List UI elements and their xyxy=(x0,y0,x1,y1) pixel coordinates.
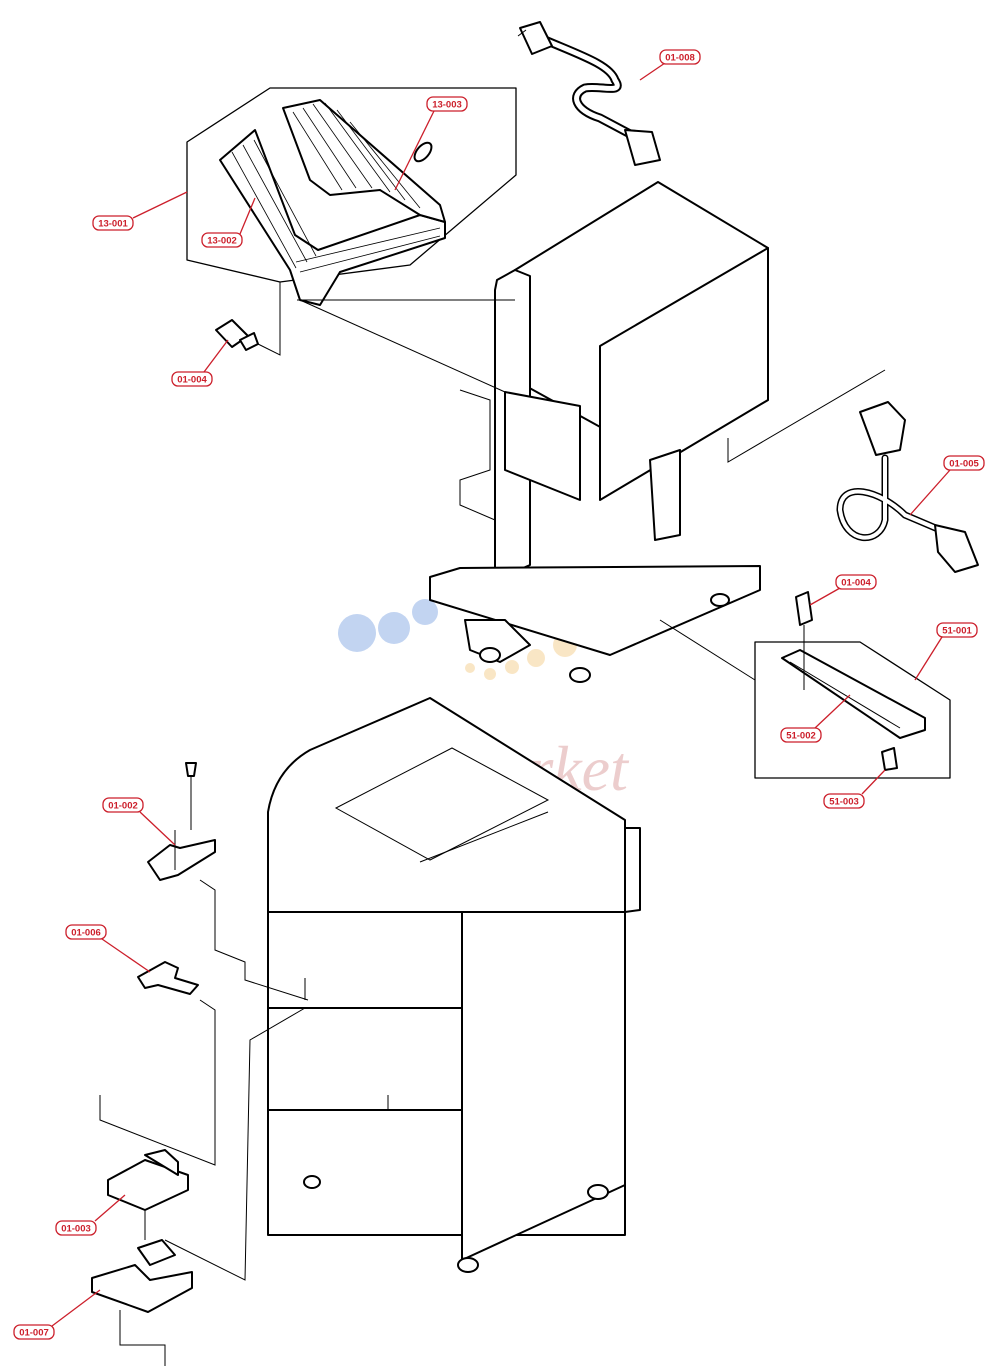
leader-13-003 xyxy=(394,110,435,191)
callout-51-001: 51-001 xyxy=(936,622,978,638)
callout-01-002: 01-002 xyxy=(102,797,144,813)
mount-bracket-a xyxy=(107,1149,189,1240)
svg-text:01-004: 01-004 xyxy=(841,578,871,589)
leader-13-001 xyxy=(132,191,188,219)
power-cord xyxy=(517,21,661,166)
svg-text:51-002: 51-002 xyxy=(786,731,816,742)
svg-text:51-001: 51-001 xyxy=(942,626,972,637)
svg-text:13-001: 13-001 xyxy=(98,219,128,230)
svg-text:01-004: 01-004 xyxy=(177,375,207,386)
svg-text:51-003: 51-003 xyxy=(829,797,859,808)
callout-01-006: 01-006 xyxy=(65,924,107,940)
guide-clip xyxy=(99,961,216,1166)
leader-01-005 xyxy=(909,469,951,516)
leader-01-004-right xyxy=(809,587,841,606)
leader-51-001 xyxy=(914,636,943,681)
rail-bracket-assembly xyxy=(659,591,951,779)
leader-01-007 xyxy=(51,1289,101,1327)
interface-cable xyxy=(836,401,979,573)
callout-01-008: 01-008 xyxy=(659,49,701,65)
leader-51-002 xyxy=(814,694,851,729)
svg-text:13-002: 13-002 xyxy=(207,236,237,247)
leader-51-003 xyxy=(861,769,886,795)
printer-main-body xyxy=(267,697,641,1273)
printer-stand xyxy=(297,181,886,683)
callout-13-001: 13-001 xyxy=(92,215,134,231)
callout-51-002: 51-002 xyxy=(780,727,822,743)
callout-01-004-right: 01-004 xyxy=(835,574,877,590)
svg-text:01-003: 01-003 xyxy=(61,1224,91,1235)
svg-text:01-002: 01-002 xyxy=(108,801,138,812)
callout-13-003: 13-003 xyxy=(426,96,468,112)
callout-01-007: 01-007 xyxy=(13,1324,55,1340)
callout-01-003: 01-003 xyxy=(55,1220,97,1236)
callout-51-003: 51-003 xyxy=(823,793,865,809)
leader-13-002 xyxy=(239,197,256,235)
callout-leaders xyxy=(51,62,951,1327)
leader-01-008 xyxy=(639,62,666,81)
svg-text:01-008: 01-008 xyxy=(665,53,695,64)
callout-01-005: 01-005 xyxy=(943,455,985,471)
leader-01-004-top xyxy=(203,339,229,373)
mount-bracket-b xyxy=(91,1007,306,1366)
leader-01-003 xyxy=(94,1194,126,1222)
callout-13-002: 13-002 xyxy=(201,232,243,248)
svg-text:01-005: 01-005 xyxy=(949,459,979,470)
bracket-with-screw xyxy=(147,762,309,1001)
leader-01-002 xyxy=(139,811,176,846)
svg-text:01-006: 01-006 xyxy=(71,928,101,939)
svg-text:13-003: 13-003 xyxy=(432,100,462,111)
svg-text:01-007: 01-007 xyxy=(19,1328,49,1339)
leader-01-006 xyxy=(101,938,151,973)
output-tray-assembly xyxy=(186,87,517,306)
callout-01-004-top: 01-004 xyxy=(171,371,213,387)
